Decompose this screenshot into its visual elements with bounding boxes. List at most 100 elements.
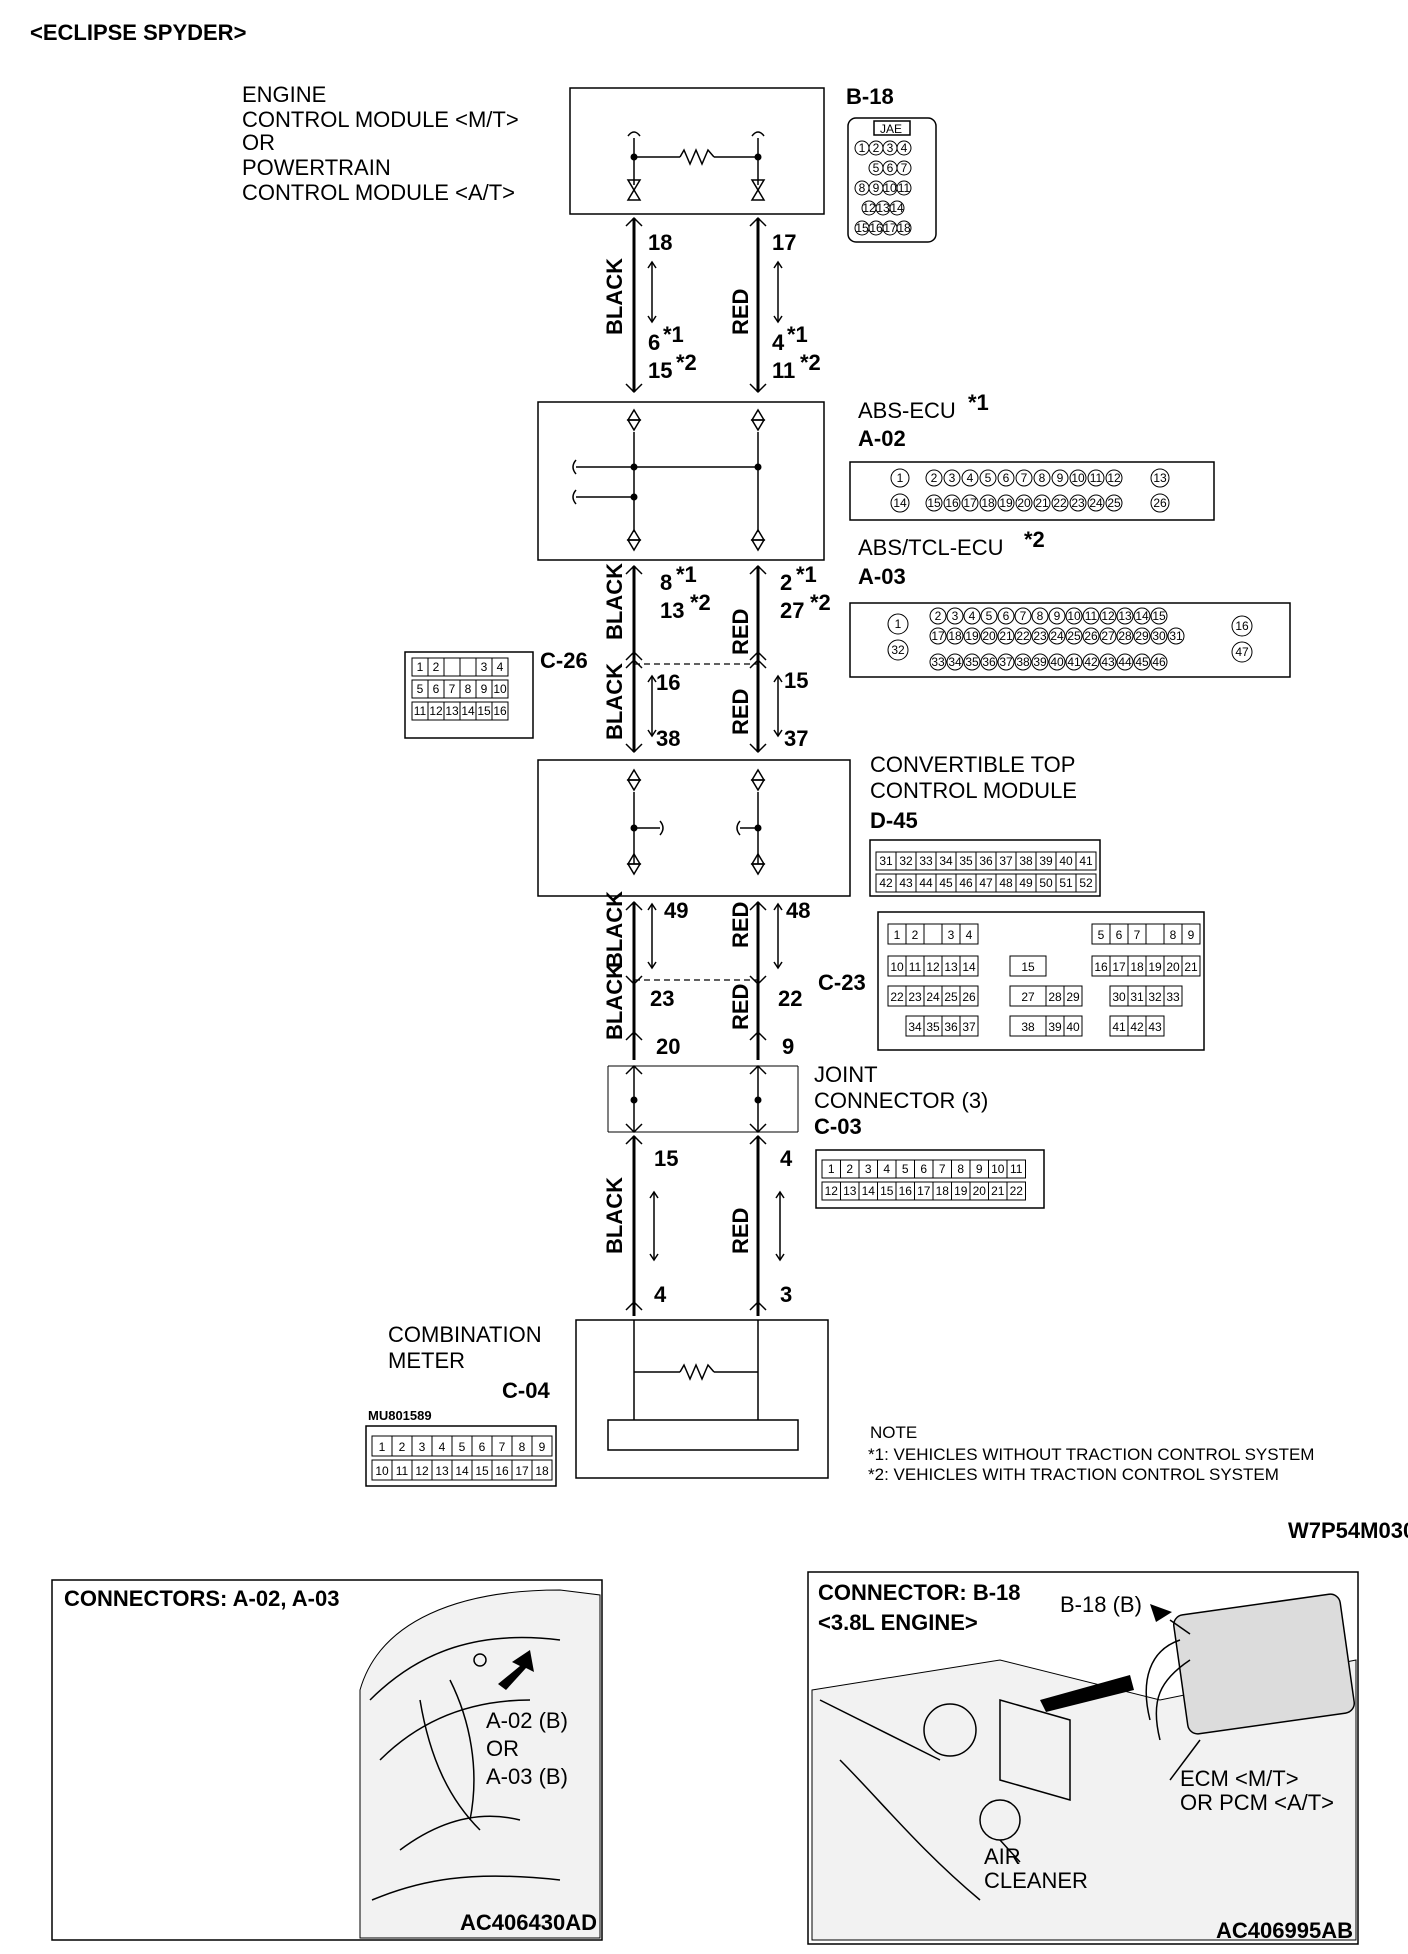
pin-number: 12 <box>926 960 940 974</box>
pin-number: 51 <box>1059 876 1073 890</box>
pin-number: 1 <box>895 617 902 631</box>
pin-number: 21 <box>1184 960 1198 974</box>
panel-left: CONNECTORS: A-02, A-03 A-02 (B) OR A-03 … <box>51 1579 603 1941</box>
pin-number: 7 <box>449 682 456 696</box>
pin-number: 22 <box>890 990 904 1004</box>
svg-text:11: 11 <box>772 358 795 383</box>
pin-number: 14 <box>455 1464 469 1478</box>
pin-number: 7 <box>901 161 908 175</box>
svg-text:OR PCM <A/T>: OR PCM <A/T> <box>1180 1790 1334 1815</box>
pin-number: 14 <box>893 496 907 510</box>
pin-number: 16 <box>899 1184 913 1198</box>
pin-number: 19 <box>965 629 979 643</box>
svg-text:16: 16 <box>656 670 680 695</box>
pin-number: 3 <box>948 928 955 942</box>
pin-number: 29 <box>1066 990 1080 1004</box>
svg-text:C-03: C-03 <box>814 1114 862 1139</box>
pin-number: 18 <box>1130 960 1144 974</box>
svg-text:CONTROL MODULE: CONTROL MODULE <box>870 778 1077 803</box>
pin-number: 34 <box>948 655 962 669</box>
pin-number: 45 <box>939 876 953 890</box>
svg-text:RED: RED <box>728 1208 753 1254</box>
pin-number: 36 <box>944 1020 958 1034</box>
pin-number: 15 <box>1152 609 1166 623</box>
svg-text:ENGINE: ENGINE <box>242 82 326 107</box>
pin-number: 15 <box>1021 960 1035 974</box>
svg-text:MU801589: MU801589 <box>368 1408 432 1423</box>
pin-number: 8 <box>1170 928 1177 942</box>
pin-number: 38 <box>1021 1020 1035 1034</box>
pin-number: 25 <box>944 990 958 1004</box>
pin-number: 2 <box>935 609 942 623</box>
pin-number: 17 <box>963 496 977 510</box>
svg-text:AC406430AD: AC406430AD <box>460 1910 597 1935</box>
svg-text:*2: *2 <box>800 350 821 375</box>
pin-number: 22 <box>1053 496 1067 510</box>
pin-number: 4 <box>969 609 976 623</box>
pin-number: 13 <box>876 201 890 215</box>
svg-text:COMBINATION: COMBINATION <box>388 1322 542 1347</box>
pin-number: 10 <box>1071 471 1085 485</box>
pin-number: 25 <box>1067 629 1081 643</box>
pin-number: 18 <box>535 1464 549 1478</box>
svg-text:27: 27 <box>780 598 804 623</box>
pin-number: 22 <box>1010 1184 1024 1198</box>
pin-number: 39 <box>1039 854 1053 868</box>
engine-control-module: ENGINE CONTROL MODULE <M/T> OR POWERTRAI… <box>242 82 825 215</box>
svg-text:B-18 (B): B-18 (B) <box>1060 1592 1142 1617</box>
pin-number: 5 <box>986 609 993 623</box>
pin-number: 31 <box>879 854 893 868</box>
svg-text:15: 15 <box>648 358 672 383</box>
pin-number: 4 <box>883 1162 890 1176</box>
svg-text:*2: VEHICLES WITH TRACTION CON: *2: VEHICLES WITH TRACTION CONTROL SYSTE… <box>868 1465 1279 1484</box>
ecm-box <box>569 87 825 215</box>
pin-number: 12 <box>862 201 876 215</box>
svg-text:3: 3 <box>780 1282 792 1307</box>
pin-number: 6 <box>433 682 440 696</box>
pin-number: 1 <box>894 928 901 942</box>
svg-text:13: 13 <box>660 598 684 623</box>
pin-number: 29 <box>1135 629 1149 643</box>
pin-number: 13 <box>944 960 958 974</box>
pin-number: 6 <box>1003 471 1010 485</box>
svg-text:A-02 (B): A-02 (B) <box>486 1708 568 1733</box>
svg-text:17: 17 <box>772 230 796 255</box>
pin-number: 23 <box>908 990 922 1004</box>
pin-number: 19 <box>1148 960 1162 974</box>
pin-number: 3 <box>865 1162 872 1176</box>
pin-number: 7 <box>939 1162 946 1176</box>
pin-number: 2 <box>433 660 440 674</box>
pin-number: 7 <box>1021 471 1028 485</box>
svg-text:*2: *2 <box>690 590 711 615</box>
pin-number: 38 <box>1016 655 1030 669</box>
pin-number: 9 <box>1188 928 1195 942</box>
pin-number: 4 <box>966 928 973 942</box>
pin-number: 48 <box>999 876 1013 890</box>
pin-number: 33 <box>931 655 945 669</box>
pin-number: 13 <box>1118 609 1132 623</box>
pin-number: 15 <box>880 1184 894 1198</box>
svg-text:*1: *1 <box>796 562 817 587</box>
svg-text:AIR: AIR <box>984 1844 1021 1869</box>
pin-number: 18 <box>936 1184 950 1198</box>
wire-segment-1: 18 17 BLACK RED 6 *1 15 *2 4 *1 11 *2 <box>602 216 821 394</box>
svg-text:*2: *2 <box>676 350 697 375</box>
pin-number: 8 <box>859 181 866 195</box>
svg-text:RED: RED <box>728 689 753 735</box>
pin-number: 11 <box>1090 471 1103 485</box>
pin-number: 23 <box>1033 629 1047 643</box>
pin-number: 19 <box>999 496 1013 510</box>
svg-text:CONTROL MODULE <A/T>: CONTROL MODULE <A/T> <box>242 180 515 205</box>
pin-number: 42 <box>1130 1020 1144 1034</box>
pin-number: 41 <box>1112 1020 1126 1034</box>
pin-number: 14 <box>1135 609 1149 623</box>
svg-text:*2: *2 <box>1024 527 1045 552</box>
pin-number: 15 <box>855 221 869 235</box>
svg-text:9: 9 <box>782 1034 794 1059</box>
svg-text:BLACK: BLACK <box>602 963 627 1040</box>
pin-number: 2 <box>912 928 919 942</box>
pin-number: 18 <box>948 629 962 643</box>
abs-box <box>537 401 825 561</box>
